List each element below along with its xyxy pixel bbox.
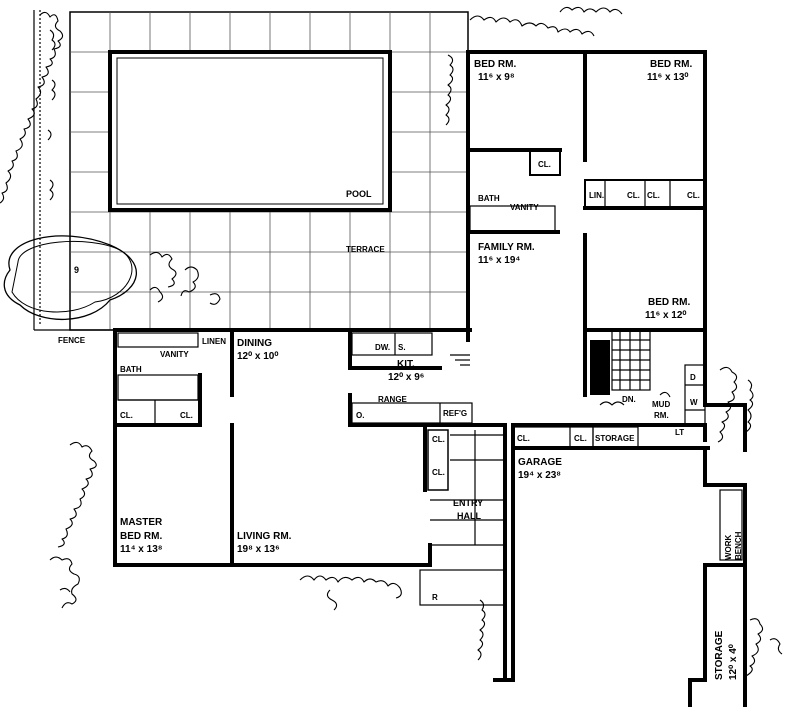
cl8-label: CL. (517, 434, 530, 443)
cl4-label: CL. (120, 411, 133, 420)
refg-label: REF'G (443, 409, 467, 418)
lin-label: LIN. (589, 191, 604, 200)
storage-big-dims: 12⁰ x 4⁰ (728, 644, 739, 680)
cl3-label: CL. (687, 191, 700, 200)
mud-name2: RM. (654, 411, 669, 420)
kitchen-name: KIT. (397, 359, 415, 370)
mud-name1: MUD (652, 400, 670, 409)
lt-label: LT (675, 428, 684, 437)
pool (108, 50, 392, 212)
walls (113, 50, 747, 707)
bed1-name: BED RM. (474, 59, 516, 70)
stairs (590, 329, 651, 395)
dw-label: DW. (375, 343, 390, 352)
cl9-label: CL. (574, 434, 587, 443)
bench-label: BENCH (734, 531, 743, 560)
living-dims: 19⁸ x 13⁶ (237, 544, 280, 555)
d-label: D (690, 373, 696, 382)
master-name2: BED RM. (120, 531, 162, 542)
pool-label: POOL (346, 189, 372, 199)
bath-cl-label: CL. (538, 160, 551, 169)
terrace-label: TERRACE (346, 245, 385, 254)
entry-name1: ENTRY (453, 498, 483, 508)
tree (3, 235, 138, 321)
family-name: FAMILY RM. (478, 242, 535, 253)
storage-big-name: STORAGE (714, 630, 725, 680)
cl5-label: CL. (180, 411, 193, 420)
bed2-dims: 11⁶ x 13⁰ (647, 72, 688, 83)
bed3-dims: 11⁶ x 12⁰ (645, 310, 686, 321)
oven-label: O. (356, 411, 364, 420)
garage-name: GARAGE (518, 457, 562, 468)
dn-label: DN. (622, 395, 636, 404)
storage-small-label: STORAGE (595, 434, 635, 443)
living-name: LIVING RM. (237, 531, 292, 542)
cl2-label: CL. (647, 191, 660, 200)
dining-name: DINING (237, 338, 272, 349)
cl1-label: CL. (627, 191, 640, 200)
cl6-label: CL. (432, 435, 445, 444)
garage-dims: 19⁴ x 23⁸ (518, 470, 561, 481)
bed2-name: BED RM. (650, 59, 692, 70)
linen-label: LINEN (202, 337, 226, 346)
range-label: RANGE (378, 395, 408, 404)
master-dims: 11⁴ x 13⁸ (120, 544, 163, 555)
work-label: WORK (724, 534, 733, 560)
entry-name2: HALL (457, 511, 481, 521)
tree-label: 9 (74, 265, 79, 275)
bed1-dims: 11⁶ x 9⁸ (478, 72, 515, 83)
labels: POOL TERRACE FENCE 9 BED RM. 11⁶ x 9⁸ BE… (58, 59, 743, 680)
bath1-label: BATH (120, 365, 142, 374)
kitchen-dims: 12⁰ x 9⁶ (388, 372, 424, 383)
family-dims: 11⁶ x 19⁴ (478, 255, 520, 266)
vanity2-label: VANITY (510, 203, 539, 212)
r-label: R (432, 593, 438, 602)
cl7-label: CL. (432, 468, 445, 477)
fence-label: FENCE (58, 336, 86, 345)
vanity1-label: VANITY (160, 350, 189, 359)
dining-dims: 12⁰ x 10⁰ (237, 351, 278, 362)
bath2-label: BATH (478, 194, 500, 203)
landscaping (0, 6, 783, 677)
sink-label: S. (398, 343, 406, 352)
bed3-name: BED RM. (648, 297, 690, 308)
master-name1: MASTER (120, 517, 163, 528)
w-label: W (690, 398, 698, 407)
